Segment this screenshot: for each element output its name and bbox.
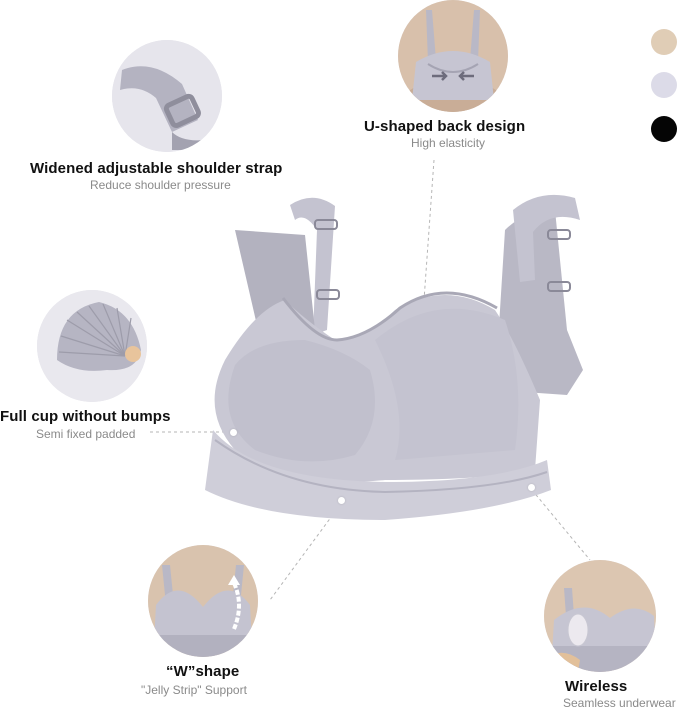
w-shape-title: “W”shape xyxy=(166,663,240,680)
marker-dot-wireless xyxy=(528,484,535,491)
arrows-inward-icon xyxy=(432,71,474,81)
color-swatch-black[interactable] xyxy=(651,116,677,142)
full-cup-photo xyxy=(37,290,147,402)
back-design-photo xyxy=(398,0,508,112)
strap-adjuster-illustration xyxy=(112,40,222,152)
shoulder-strap-photo xyxy=(112,40,222,152)
shoulder-strap-subtitle: Reduce shoulder pressure xyxy=(90,178,231,192)
color-swatch-lavender-grey[interactable] xyxy=(651,72,677,98)
full-cup-title: Full cup without bumps xyxy=(0,408,171,425)
wireless-subtitle: Seamless underwear xyxy=(563,696,676,709)
marker-dot-wshape xyxy=(338,497,345,504)
w-shape-illustration xyxy=(148,545,258,657)
back-design-subtitle: High elasticity xyxy=(411,136,486,150)
shoulder-strap-title: Widened adjustable shoulder strap xyxy=(30,160,283,177)
cup-pad-illustration xyxy=(37,290,147,402)
bra-product-image xyxy=(205,194,583,520)
color-swatch-beige[interactable] xyxy=(651,29,677,55)
wireless-title: Wireless xyxy=(565,678,628,695)
marker-dot-cup xyxy=(230,429,237,436)
full-cup-subtitle: Semi fixed padded xyxy=(36,427,136,441)
wireless-illustration xyxy=(544,560,656,672)
curved-up-arrow-icon xyxy=(228,575,241,630)
w-shape-subtitle: "Jelly Strip" Support xyxy=(141,683,247,697)
back-design-title: U-shaped back design xyxy=(364,118,526,135)
w-shape-photo xyxy=(148,545,258,657)
wireless-photo xyxy=(544,560,656,672)
back-design-illustration xyxy=(398,0,508,112)
